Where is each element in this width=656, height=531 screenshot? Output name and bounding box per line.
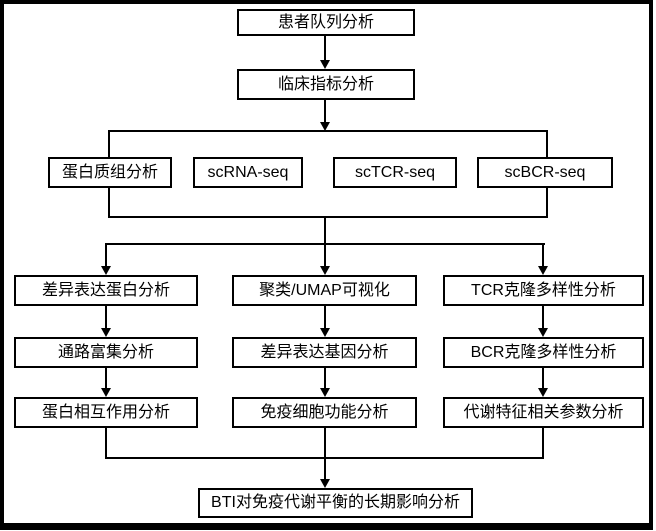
node-protein-interaction-analysis: 蛋白相互作用分析 — [14, 397, 198, 428]
connector-tcr-to-bcr — [542, 306, 544, 329]
connector-pathway-to-ppi — [105, 368, 107, 389]
arrowhead-down-icon — [538, 266, 548, 275]
connector-to-right-column — [542, 245, 544, 267]
arrowhead-down-icon — [101, 388, 111, 397]
arrowhead-down-icon — [101, 266, 111, 275]
node-differential-gene-analysis: 差异表达基因分析 — [232, 337, 417, 368]
arrowhead-down-icon — [320, 122, 330, 131]
connector-patient-to-clinical — [324, 36, 326, 61]
node-scbcr-seq: scBCR-seq — [477, 157, 613, 188]
node-tcr-clonal-diversity-analysis: TCR克隆多样性分析 — [443, 275, 644, 306]
arrowhead-down-icon — [320, 479, 330, 488]
node-immune-cell-function-analysis: 免疫细胞功能分析 — [232, 397, 417, 428]
connector-diffgene-to-immunefunc — [324, 368, 326, 389]
arrowhead-down-icon — [101, 328, 111, 337]
connector-clinical-to-bus — [324, 99, 326, 123]
distribution-line — [105, 243, 545, 245]
node-pathway-enrichment-analysis: 通路富集分析 — [14, 337, 198, 368]
connector-umap-to-diffgene — [324, 306, 326, 329]
arrowhead-down-icon — [538, 328, 548, 337]
node-bti-long-term-impact-analysis: BTI对免疫代谢平衡的长期影响分析 — [198, 488, 473, 518]
connector-bus-to-middle-column — [324, 218, 326, 267]
node-scrna-seq: scRNA-seq — [193, 157, 303, 188]
arrowhead-down-icon — [320, 328, 330, 337]
node-metabolic-parameters-analysis: 代谢特征相关参数分析 — [443, 397, 644, 428]
connector-bcr-to-metabolic — [542, 368, 544, 389]
arrowhead-down-icon — [538, 388, 548, 397]
arrowhead-down-icon — [320, 60, 330, 69]
converge-left-vertical — [105, 428, 107, 459]
node-patient-cohort-analysis: 患者队列分析 — [237, 9, 415, 36]
connector-diffprotein-to-pathway — [105, 306, 107, 329]
connector-to-left-column — [105, 245, 107, 267]
node-proteomics-analysis: 蛋白质组分析 — [48, 157, 172, 188]
node-clinical-indicator-analysis: 临床指标分析 — [237, 69, 415, 100]
arrowhead-down-icon — [320, 266, 330, 275]
node-differential-protein-analysis: 差异表达蛋白分析 — [14, 275, 198, 306]
node-sctcr-seq: scTCR-seq — [333, 157, 457, 188]
node-cluster-umap-visualization: 聚类/UMAP可视化 — [232, 275, 417, 306]
converge-right-vertical — [542, 428, 544, 459]
arrowhead-down-icon — [320, 388, 330, 397]
node-bcr-clonal-diversity-analysis: BCR克隆多样性分析 — [443, 337, 644, 368]
connector-to-final — [324, 428, 326, 480]
